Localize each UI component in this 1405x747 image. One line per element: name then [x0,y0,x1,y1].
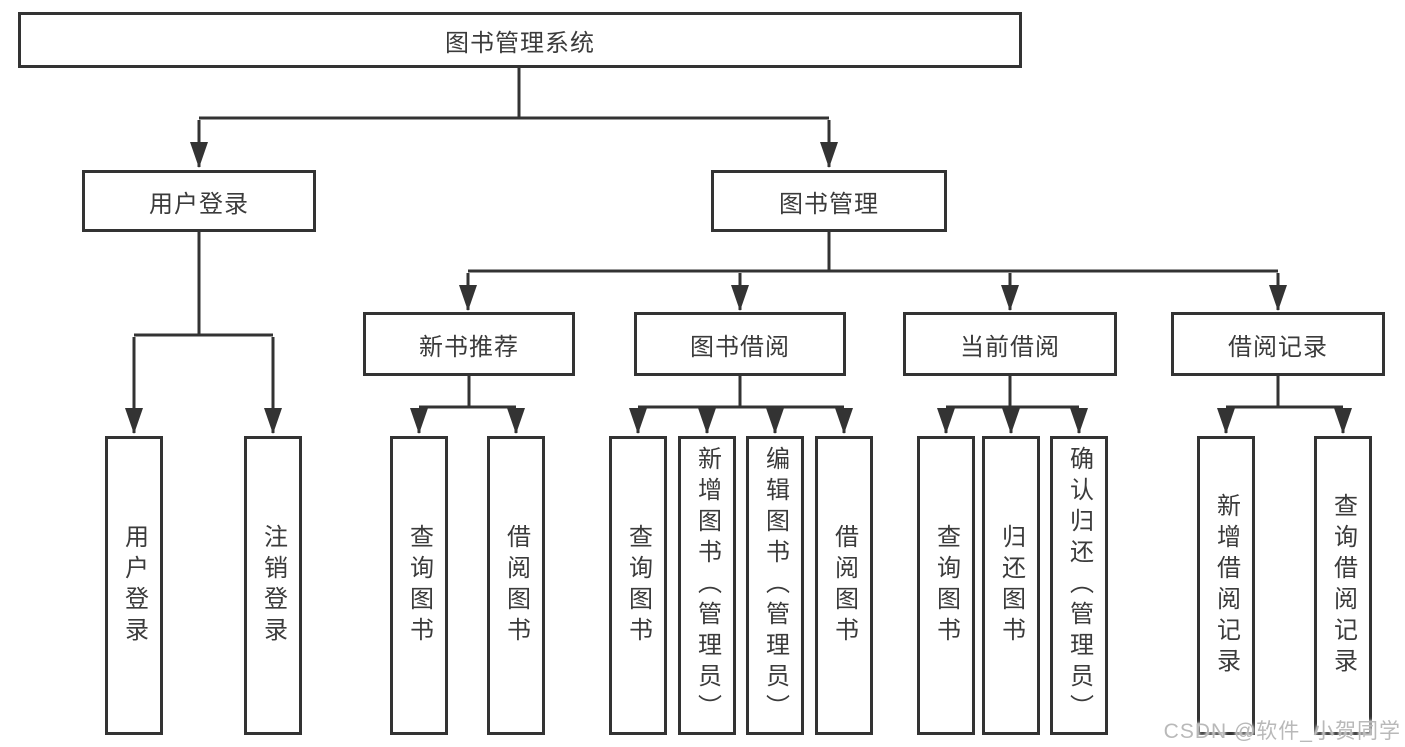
leaf-cb-return-books-label: 归还图书 [997,523,1025,648]
leaf-bb-edit-books-admin-label: 编辑图书（管理员） [761,446,789,725]
node-library-management-system: 图书管理系统 [18,12,1022,68]
leaf-nbr-borrow-books: 借阅图书 [487,436,545,735]
leaf-nbr-query-books: 查询图书 [390,436,448,735]
leaf-bb-borrow-books: 借阅图书 [815,436,873,735]
leaf-cb-confirm-return-admin: 确认归还（管理员） [1050,436,1108,735]
leaf-bb-edit-books-admin: 编辑图书（管理员） [746,436,804,735]
leaf-br-add-record-label: 新增借阅记录 [1212,492,1240,679]
leaf-cb-return-books: 归还图书 [982,436,1040,735]
leaf-logout-login: 注销登录 [244,436,302,735]
leaf-user-login: 用户登录 [105,436,163,735]
leaf-logout-login-label: 注销登录 [259,523,287,648]
node-current-borrowing: 当前借阅 [903,312,1117,376]
leaf-nbr-query-books-label: 查询图书 [405,523,433,648]
leaf-user-login-label: 用户登录 [120,523,148,648]
node-borrowing-records: 借阅记录 [1171,312,1385,376]
node-book-management: 图书管理 [711,170,947,232]
leaf-cb-confirm-return-admin-label: 确认归还（管理员） [1065,446,1093,725]
leaf-bb-add-books-admin-label: 新增图书（管理员） [693,446,721,725]
leaf-bb-add-books-admin: 新增图书（管理员） [678,436,736,735]
leaf-cb-query-books-label: 查询图书 [932,523,960,648]
leaf-bb-query-books-label: 查询图书 [624,523,652,648]
leaf-br-query-record: 查询借阅记录 [1314,436,1372,735]
leaf-br-query-record-label: 查询借阅记录 [1329,492,1357,679]
node-user-login: 用户登录 [82,170,316,232]
node-book-borrowing: 图书借阅 [634,312,846,376]
leaf-nbr-borrow-books-label: 借阅图书 [502,523,530,648]
leaf-br-add-record: 新增借阅记录 [1197,436,1255,735]
leaf-bb-query-books: 查询图书 [609,436,667,735]
leaf-bb-borrow-books-label: 借阅图书 [830,523,858,648]
node-new-book-recommendation: 新书推荐 [363,312,575,376]
leaf-cb-query-books: 查询图书 [917,436,975,735]
csdn-watermark: CSDN @软件_小贺同学 [1163,720,1401,743]
